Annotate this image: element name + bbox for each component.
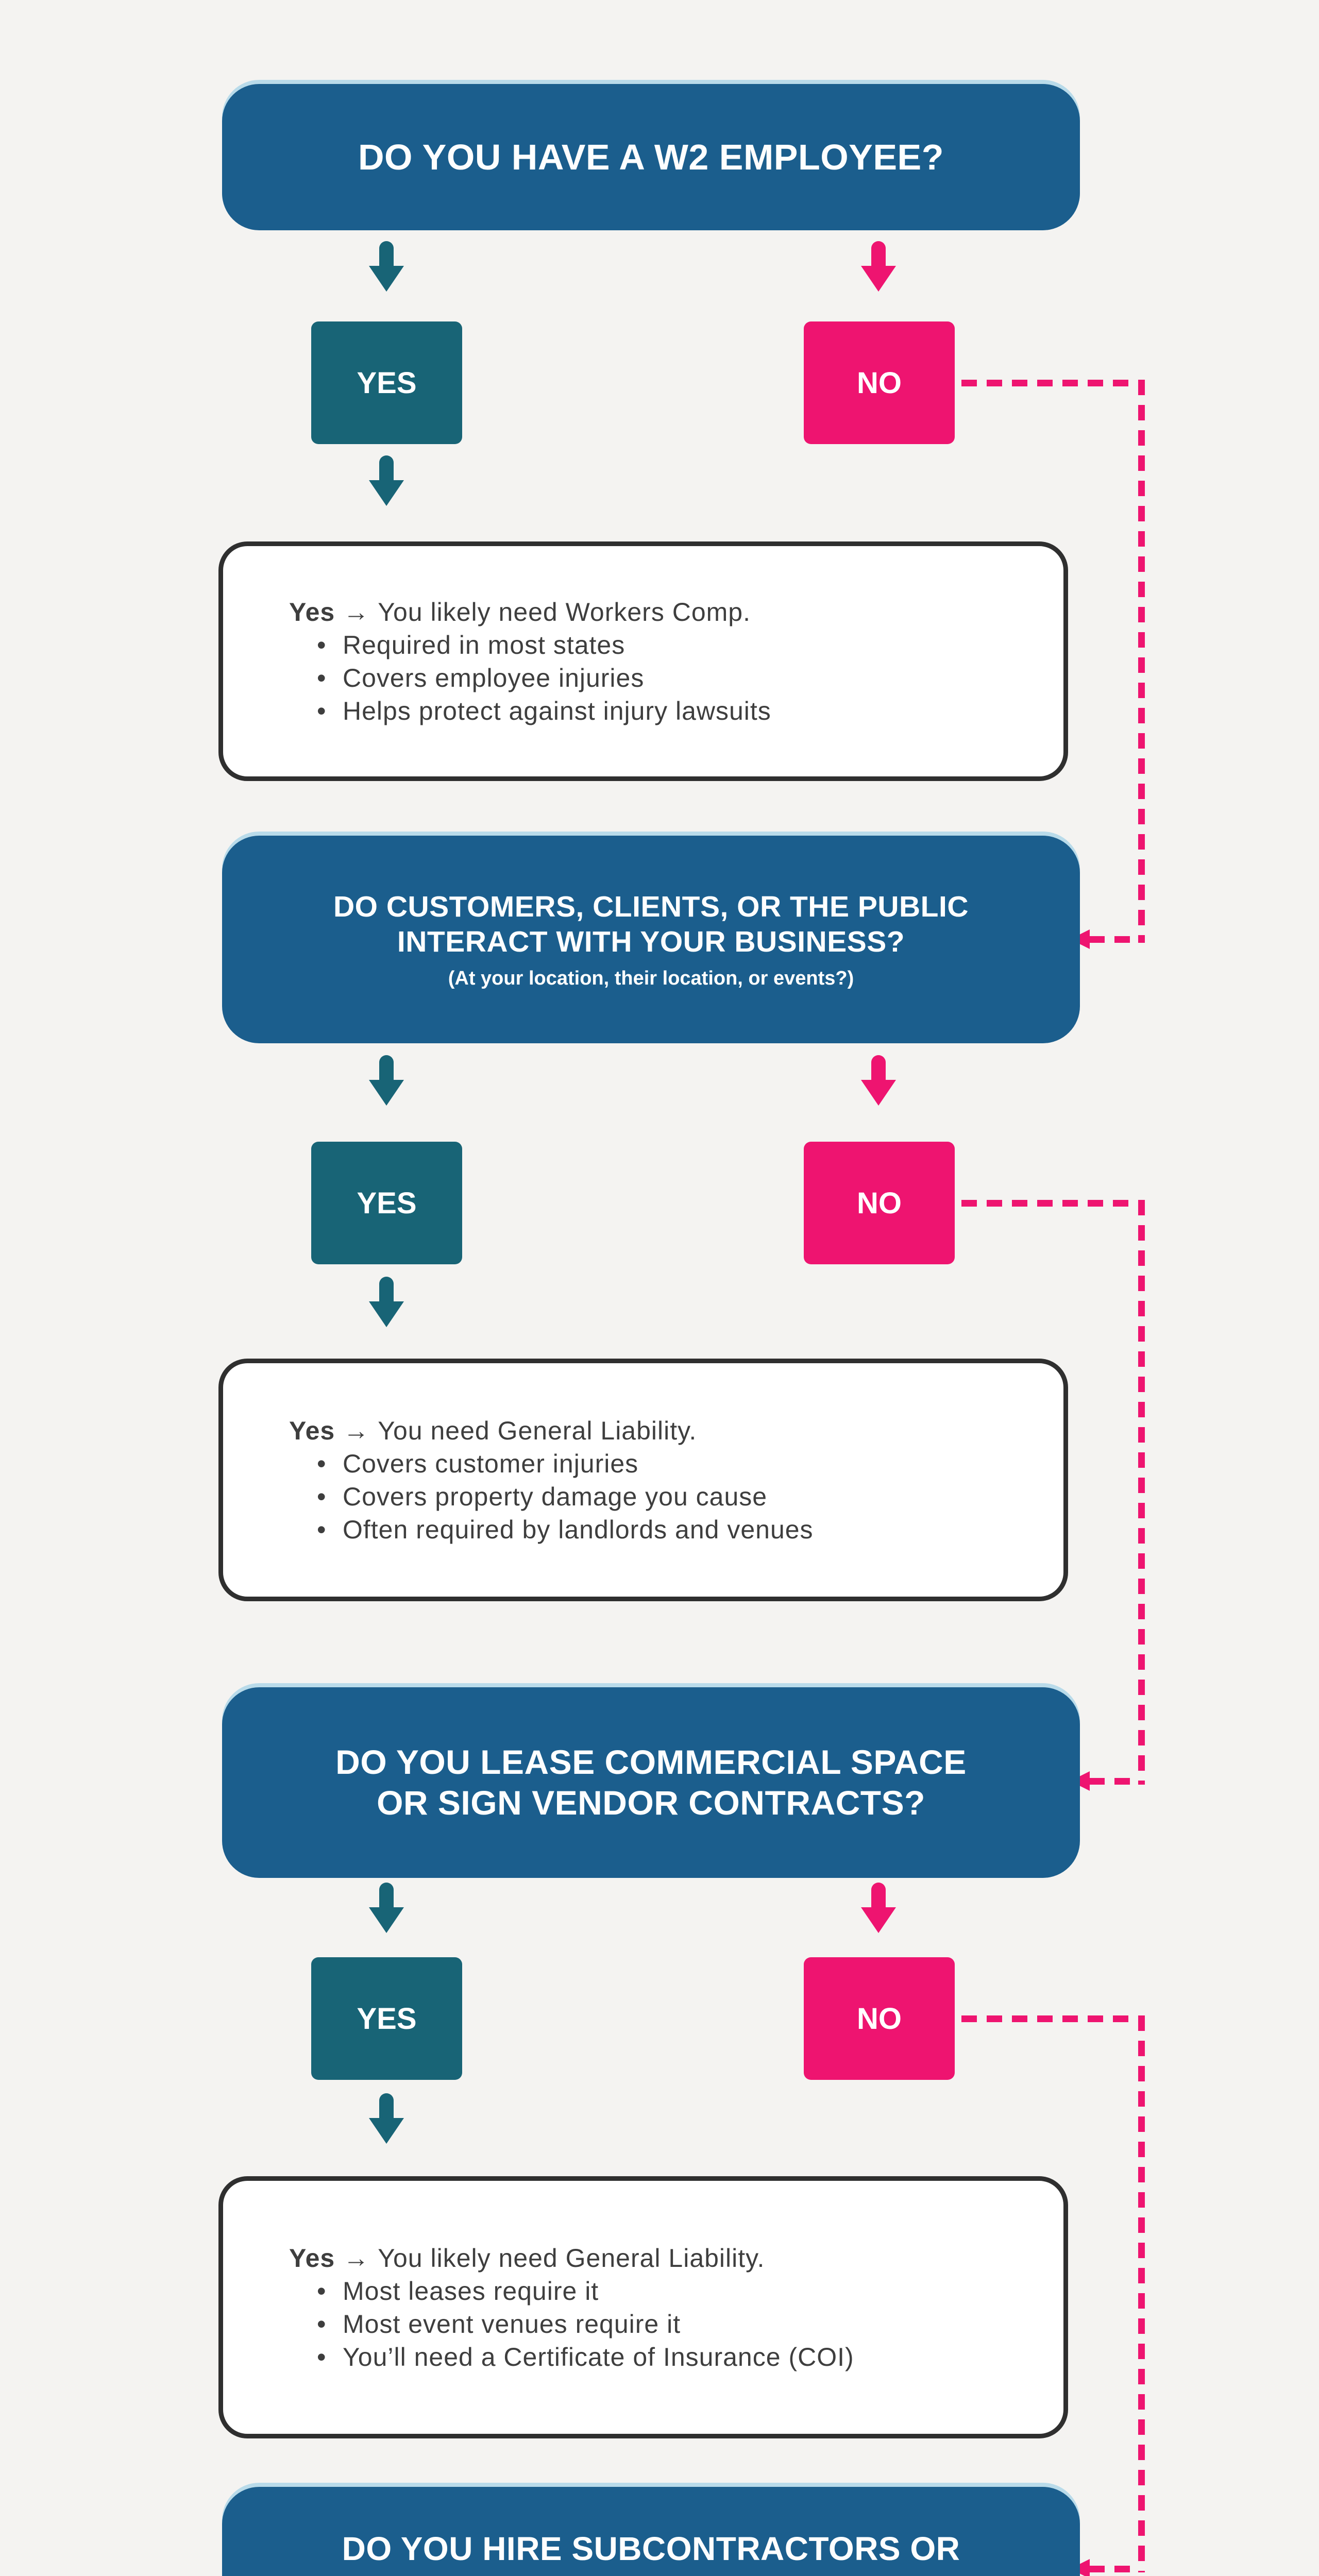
question-subtitle: (At your location, their location, or ev… (448, 968, 854, 990)
answer-headline: You likely need Workers Comp. (378, 597, 751, 626)
bullet-text: Most leases require it (343, 2276, 599, 2306)
bullet-dot-icon: • (317, 2342, 327, 2371)
right-arrow-icon: → (343, 2243, 370, 2273)
arrow-down-icon (369, 455, 404, 506)
bullet-item: • Covers employee injuries (289, 662, 1033, 694)
arrow-down-icon (861, 241, 896, 292)
bullet-item: • You’ll need a Certificate of Insurance … (289, 2341, 1033, 2374)
yes-label: YES (357, 1186, 417, 1220)
question-title-line: DO YOU HAVE A W2 EMPLOYEE? (358, 137, 944, 177)
bullet-text: Often required by landlords and venues (343, 1515, 814, 1544)
bullet-item: • Covers customer injuries (289, 1447, 1033, 1480)
bullet-text: Helps protect against injury lawsuits (343, 696, 771, 725)
no-label: NO (857, 366, 902, 400)
arrow-down-icon (369, 1883, 404, 1933)
bullet-dot-icon: • (317, 1449, 327, 1478)
bullet-item: • Helps protect against injury lawsuits (289, 694, 1033, 727)
question-title-line: INTERACT WITH YOUR BUSINESS? (397, 925, 905, 958)
answer-headline: You likely need General Liability. (378, 2243, 765, 2273)
bullet-text: Covers employee injuries (343, 663, 645, 692)
no-label: NO (857, 1186, 902, 1220)
arrow-down-icon (369, 1277, 404, 1327)
arrow-down-icon (369, 241, 404, 292)
yes-label: YES (357, 2002, 417, 2036)
yes-word: Yes (289, 597, 335, 626)
yes-box: YES (311, 1957, 462, 2080)
question-box-2: DO CUSTOMERS, CLIENTS, OR THE PUBLIC INT… (222, 836, 1080, 1043)
question-box-4: DO YOU HIRE SUBCONTRACTORS OR 1099 WORKE… (222, 2487, 1080, 2576)
bullet-item: • Most leases require it (289, 2275, 1033, 2308)
bullet-dot-icon: • (317, 696, 327, 725)
bullet-text: Required in most states (343, 630, 625, 659)
bullet-item: • Required in most states (289, 629, 1033, 662)
answer-box-1: Yes → You likely need Workers Comp. • Requi… (218, 541, 1068, 781)
bullet-text: Covers property damage you cause (343, 1482, 768, 1511)
arrow-down-icon (369, 1055, 404, 1106)
right-arrow-icon: → (343, 1416, 370, 1445)
arrow-down-icon (861, 1055, 896, 1106)
bullet-text: Covers customer injuries (343, 1449, 639, 1478)
bullet-item: • Often required by landlords and venues (289, 1513, 1033, 1546)
connector-arrow-icon (1070, 1771, 1138, 1791)
yes-word: Yes (289, 1416, 335, 1445)
right-arrow-icon: → (343, 597, 370, 626)
bullet-dot-icon: • (317, 663, 327, 692)
bullet-dot-icon: • (317, 2276, 327, 2306)
arrow-down-icon (369, 2093, 404, 2144)
bullet-text: Most event venues require it (343, 2309, 681, 2338)
bullet-dot-icon: • (317, 1482, 327, 1511)
yes-word: Yes (289, 2243, 335, 2273)
question-title-line: 1099 WORKERS? (512, 2569, 790, 2576)
no-box: NO (804, 1142, 955, 1264)
answer-lead: Yes → You likely need Workers Comp. (289, 596, 1033, 629)
answer-box-3: Yes → You likely need General Liability. •… (218, 2176, 1068, 2438)
bullet-item: • Covers property damage you cause (289, 1480, 1033, 1513)
question-title-line: OR SIGN VENDOR CONTRACTS? (377, 1784, 925, 1822)
bullet-text: You’ll need a Certificate of Insurance (… (343, 2342, 854, 2371)
answer-headline: You need General Liability. (378, 1416, 697, 1445)
answer-lead: Yes → You likely need General Liability. (289, 2242, 1033, 2275)
connector-dash-horizontal (961, 2015, 1138, 2022)
question-box-1: DO YOU HAVE A W2 EMPLOYEE? (222, 84, 1080, 230)
connector-dash-vertical (1138, 380, 1145, 943)
connector-arrow-icon (1070, 929, 1138, 949)
bullet-dot-icon: • (317, 2309, 327, 2338)
answer-lead: Yes → You need General Liability. (289, 1414, 1033, 1447)
connector-dash-vertical (1138, 2015, 1145, 2572)
bullet-item: • Most event venues require it (289, 2308, 1033, 2341)
connector-dash-horizontal (961, 1200, 1138, 1207)
yes-box: YES (311, 321, 462, 444)
connector-dash-vertical (1138, 1200, 1145, 1785)
arrow-down-icon (861, 1883, 896, 1933)
no-box: NO (804, 321, 955, 444)
connector-arrow-icon (1070, 2559, 1138, 2576)
question-title-line: DO YOU HIRE SUBCONTRACTORS OR (342, 2530, 960, 2568)
question-title-line: DO CUSTOMERS, CLIENTS, OR THE PUBLIC (333, 890, 969, 923)
connector-dash-horizontal (961, 380, 1138, 386)
no-box: NO (804, 1957, 955, 2080)
yes-box: YES (311, 1142, 462, 1264)
answer-box-2: Yes → You need General Liability. • Covers … (218, 1359, 1068, 1601)
bullet-dot-icon: • (317, 630, 327, 659)
no-label: NO (857, 2002, 902, 2036)
yes-label: YES (357, 366, 417, 400)
question-title-line: DO YOU LEASE COMMERCIAL SPACE (335, 1742, 967, 1781)
bullet-dot-icon: • (317, 1515, 327, 1544)
question-box-3: DO YOU LEASE COMMERCIAL SPACE OR SIGN VE… (222, 1687, 1080, 1878)
